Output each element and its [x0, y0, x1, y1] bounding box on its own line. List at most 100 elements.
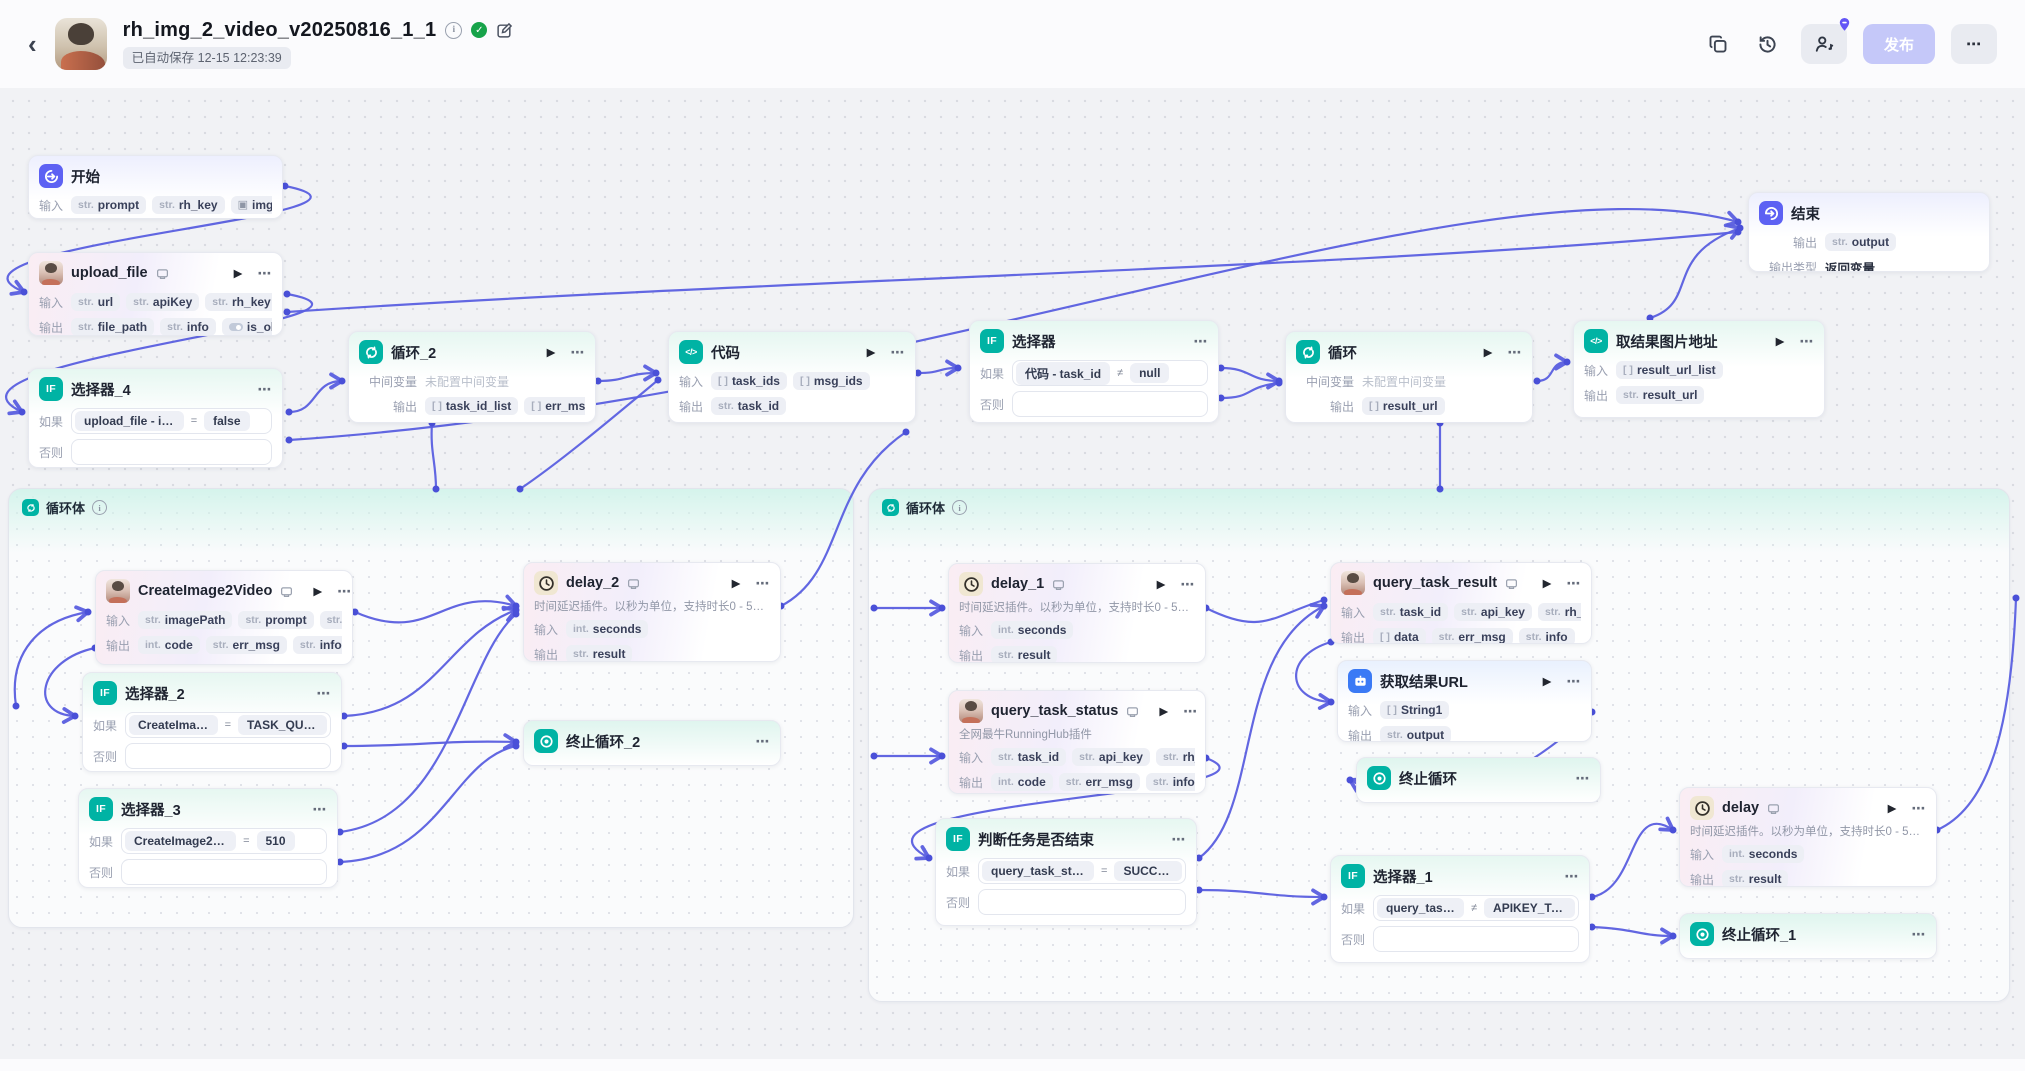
more-button[interactable]: ⋯ [1951, 24, 1997, 64]
io-tag: str.info [160, 318, 216, 335]
node-more-button[interactable]: ⋯ [1193, 333, 1208, 349]
else-box[interactable] [978, 889, 1186, 915]
node-more-button[interactable]: ⋯ [890, 344, 905, 360]
node-more-button[interactable]: ⋯ [570, 344, 585, 360]
node-loop[interactable]: 循环 ▶ ⋯ 中间变量未配置中间变量 输出[ ]result_url [1285, 331, 1533, 423]
node-stop_loop_2[interactable]: 终止循环_2 ⋯ [523, 720, 781, 766]
run-button[interactable]: ▶ [1775, 336, 1785, 348]
else-box[interactable] [121, 859, 327, 885]
run-button[interactable]: ▶ [1483, 347, 1493, 359]
node-selector_3[interactable]: IF 选择器_3 ⋯ 如果 CreateImage2Vid… = 510 否则 [78, 788, 338, 888]
node-stop_loop_1[interactable]: 终止循环_1 ⋯ [1679, 913, 1937, 959]
condition-box[interactable]: query_task_statu… ≠ APIKEY_TASK_ST… [1373, 895, 1579, 921]
condition-operator: = [190, 415, 198, 427]
duplicate-button[interactable] [1701, 27, 1735, 61]
condition-box[interactable]: CreateImage2Vid… = 510 [121, 828, 327, 854]
else-box[interactable] [1373, 926, 1579, 952]
node-more-button[interactable]: ⋯ [257, 381, 272, 397]
loop-body-header[interactable]: 循环体 i [22, 498, 108, 517]
node-more-button[interactable]: ⋯ [1171, 831, 1186, 847]
node-description: 时间延迟插件。以秒为单位，支持时长0 - 59秒。主要用于延迟… [534, 601, 770, 613]
node-more-button[interactable]: ⋯ [1564, 868, 1579, 884]
loop-body-header[interactable]: 循环体 i [882, 498, 968, 517]
loop-body-label: 循环体 [46, 501, 86, 516]
condition-box[interactable]: query_task_statu… = SUCCESS [978, 858, 1186, 884]
node-stop_loop[interactable]: 终止循环 ⋯ [1356, 757, 1601, 803]
io-row: 输入[ ]task_ids[ ]msg_ids [679, 371, 905, 391]
back-button[interactable]: ‹ [28, 29, 37, 59]
node-selector_4[interactable]: IF 选择器_4 ⋯ 如果 upload_file - is… = false … [28, 368, 283, 468]
else-box[interactable] [71, 439, 272, 465]
io-tag: is_ok [221, 318, 272, 335]
row-value: 未配置中间变量 [425, 374, 510, 389]
node-more-button[interactable]: ⋯ [1183, 703, 1198, 719]
node-delay_1[interactable]: delay_1 ▶ ⋯ 时间延迟插件。以秒为单位，支持时长0 - 59秒。主要用… [948, 563, 1206, 663]
node-more-button[interactable]: ⋯ [755, 733, 770, 749]
collaboration-button[interactable] [1800, 17, 1850, 64]
condition-right: null [1130, 363, 1170, 383]
run-button[interactable]: ▶ [546, 347, 556, 359]
loop-icon [1296, 340, 1320, 364]
row-label: 输出 [1690, 872, 1715, 887]
condition-box[interactable]: 代码 - task_id ≠ null [1012, 360, 1208, 386]
node-more-button[interactable]: ⋯ [316, 685, 331, 701]
node-more-button[interactable]: ⋯ [1566, 673, 1581, 689]
row-label: 输出 [959, 648, 984, 663]
node-selector[interactable]: IF 选择器 ⋯ 如果 代码 - task_id ≠ null 否则 [969, 320, 1219, 423]
run-button[interactable]: ▶ [1887, 803, 1897, 815]
run-button[interactable]: ▶ [866, 347, 876, 359]
run-button[interactable]: ▶ [1542, 578, 1552, 590]
run-button[interactable]: ▶ [731, 578, 741, 590]
node-more-button[interactable]: ⋯ [755, 575, 770, 591]
run-button[interactable]: ▶ [313, 586, 323, 598]
node-title: delay [1722, 800, 1760, 816]
node-judge_done[interactable]: IF 判断任务是否结束 ⋯ 如果 query_task_statu… = SUC… [935, 818, 1197, 926]
node-more-button[interactable]: ⋯ [1799, 333, 1814, 349]
node-more-button[interactable]: ⋯ [1575, 770, 1590, 786]
row-label: 输入 [39, 295, 64, 310]
info-icon[interactable]: i [445, 21, 463, 39]
run-button[interactable]: ▶ [1156, 579, 1166, 591]
node-selector_1[interactable]: IF 选择器_1 ⋯ 如果 query_task_statu… ≠ APIKEY… [1330, 855, 1590, 963]
node-more-button[interactable]: ⋯ [337, 583, 352, 599]
node-header: </> 取结果图片地址 ▶ ⋯ [1584, 327, 1814, 355]
node-query_task_status[interactable]: query_task_status ▶ ⋯ 全网最牛RunningHub插件 输… [948, 690, 1206, 794]
history-button[interactable] [1751, 27, 1785, 61]
condition-box[interactable]: upload_file - is… = false [71, 408, 272, 434]
node-more-button[interactable]: ⋯ [1911, 926, 1926, 942]
node-header: upload_file ▶ ⋯ [39, 259, 272, 287]
plugin-badge-icon [280, 585, 293, 598]
node-more-button[interactable]: ⋯ [312, 801, 327, 817]
node-delay_2[interactable]: delay_2 ▶ ⋯ 时间延迟插件。以秒为单位，支持时长0 - 59秒。主要用… [523, 562, 781, 662]
node-title: query_task_status [991, 703, 1119, 719]
node-loop_2[interactable]: 循环_2 ▶ ⋯ 中间变量未配置中间变量 输出[ ]task_id_list[ … [348, 331, 596, 423]
node-more-button[interactable]: ⋯ [1507, 344, 1522, 360]
else-box[interactable] [1012, 391, 1208, 417]
node-delay[interactable]: delay ▶ ⋯ 时间延迟插件。以秒为单位，支持时长0 - 59秒。主要用于延… [1679, 787, 1937, 887]
row-label: 输出类型 [1768, 260, 1817, 272]
run-button[interactable]: ▶ [1159, 706, 1169, 718]
else-box[interactable] [125, 743, 331, 769]
node-more-button[interactable]: ⋯ [257, 265, 272, 281]
node-more-button[interactable]: ⋯ [1911, 800, 1926, 816]
node-more-button[interactable]: ⋯ [1180, 576, 1195, 592]
condition-box[interactable]: CreateImage2Vid… = TASK_QUEUE_M… [125, 712, 331, 738]
node-start[interactable]: 开始 输入str.promptstr.rh_key▣imgstr.plugin_… [28, 155, 283, 219]
run-button[interactable]: ▶ [233, 268, 243, 280]
node-selector_2[interactable]: IF 选择器_2 ⋯ 如果 CreateImage2Vid… = TASK_QU… [82, 672, 342, 772]
run-button[interactable]: ▶ [1542, 676, 1552, 688]
edit-icon[interactable] [496, 22, 513, 39]
node-more-button[interactable]: ⋯ [1566, 575, 1581, 591]
node-header: </> 代码 ▶ ⋯ [679, 338, 905, 366]
publish-button[interactable]: 发布 [1862, 24, 1935, 64]
node-header: IF 判断任务是否结束 ⋯ [946, 825, 1186, 853]
